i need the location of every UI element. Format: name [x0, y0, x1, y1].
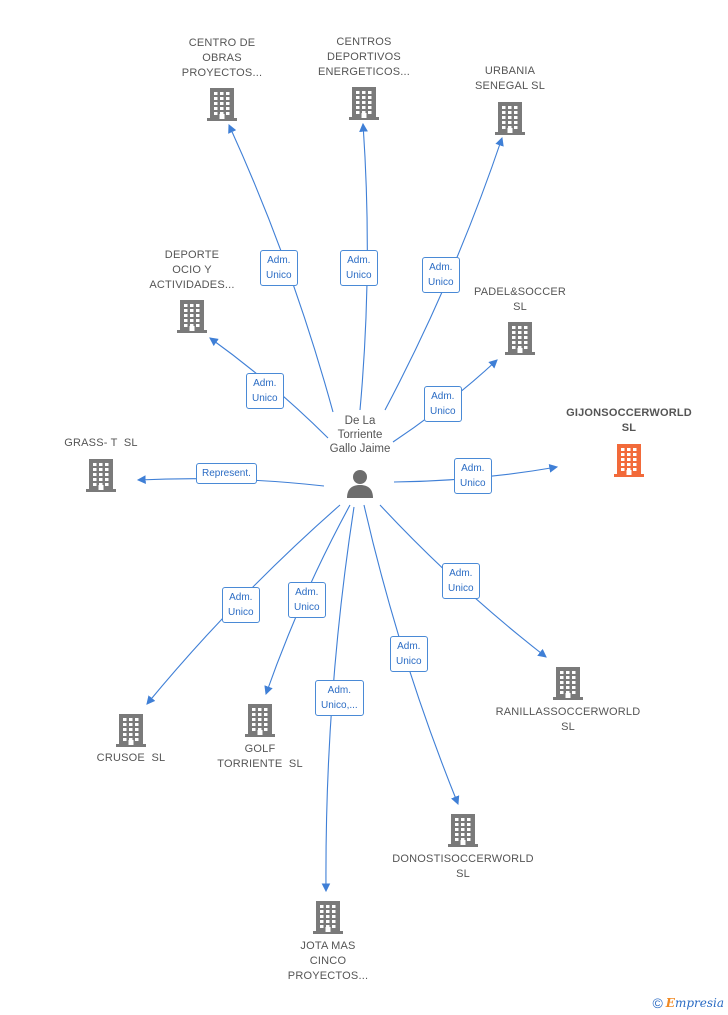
building-icon[interactable] — [495, 101, 525, 140]
relation-label-centro-de-obras[interactable]: Adm. Unico — [260, 250, 298, 286]
building-icon[interactable] — [313, 900, 343, 939]
building-icon[interactable] — [349, 86, 379, 125]
company-label[interactable]: GOLF TORRIENTE SL — [217, 743, 303, 770]
relation-label-urbania-senegal[interactable]: Adm. Unico — [422, 257, 460, 293]
building-icon[interactable] — [207, 87, 237, 126]
relation-label-jota-mas-cinco[interactable]: Adm. Unico,... — [315, 680, 364, 716]
building-icon[interactable] — [505, 321, 535, 360]
building-icon[interactable] — [86, 458, 116, 497]
company-label[interactable]: PADEL&SOCCER SL — [473, 286, 567, 313]
company-label[interactable]: URBANIA SENEGAL SL — [474, 65, 546, 92]
relation-label-donostisoccerworld[interactable]: Adm. Unico — [390, 636, 428, 672]
company-label[interactable]: GIJONSOCCERWORLD SL — [566, 407, 692, 434]
brand-footer: © Empresia — [652, 995, 724, 1011]
brand-logo[interactable]: Empresia — [665, 996, 724, 1010]
relation-label-deporte-ocio[interactable]: Adm. Unico — [246, 373, 284, 409]
company-label[interactable]: DONOSTISOCCERWORLD SL — [392, 853, 534, 880]
building-icon[interactable] — [177, 299, 207, 338]
company-label[interactable]: CRUSOE SL — [96, 752, 166, 764]
relation-label-golf-torriente[interactable]: Adm. Unico — [288, 582, 326, 618]
relation-label-ranillassoccerworld[interactable]: Adm. Unico — [442, 563, 480, 599]
building-icon[interactable] — [553, 666, 583, 705]
company-label[interactable]: GRASS- T SL — [64, 437, 138, 449]
company-label[interactable]: JOTA MAS CINCO PROYECTOS... — [287, 940, 369, 982]
relation-label-padel-soccer[interactable]: Adm. Unico — [424, 386, 462, 422]
relation-label-grass-t[interactable]: Represent. — [196, 463, 257, 484]
relation-label-centros-deportivos[interactable]: Adm. Unico — [340, 250, 378, 286]
company-label[interactable]: CENTROS DEPORTIVOS ENERGETICOS... — [317, 36, 411, 78]
building-icon[interactable] — [614, 443, 644, 482]
center-person-name: De La Torriente Gallo Jaime — [329, 415, 391, 455]
company-label[interactable]: DEPORTE OCIO Y ACTIVIDADES... — [149, 249, 235, 291]
relation-label-gijonsoccerworld[interactable]: Adm. Unico — [454, 458, 492, 494]
building-icon[interactable] — [448, 813, 478, 852]
company-label[interactable]: CENTRO DE OBRAS PROYECTOS... — [181, 37, 263, 79]
company-label[interactable]: RANILLASSOCCERWORLD SL — [495, 706, 641, 733]
building-icon[interactable] — [116, 713, 146, 752]
building-icon[interactable] — [245, 703, 275, 742]
copyright-icon: © — [652, 995, 663, 1011]
relation-label-crusoe[interactable]: Adm. Unico — [222, 587, 260, 623]
person-icon[interactable] — [345, 468, 375, 498]
